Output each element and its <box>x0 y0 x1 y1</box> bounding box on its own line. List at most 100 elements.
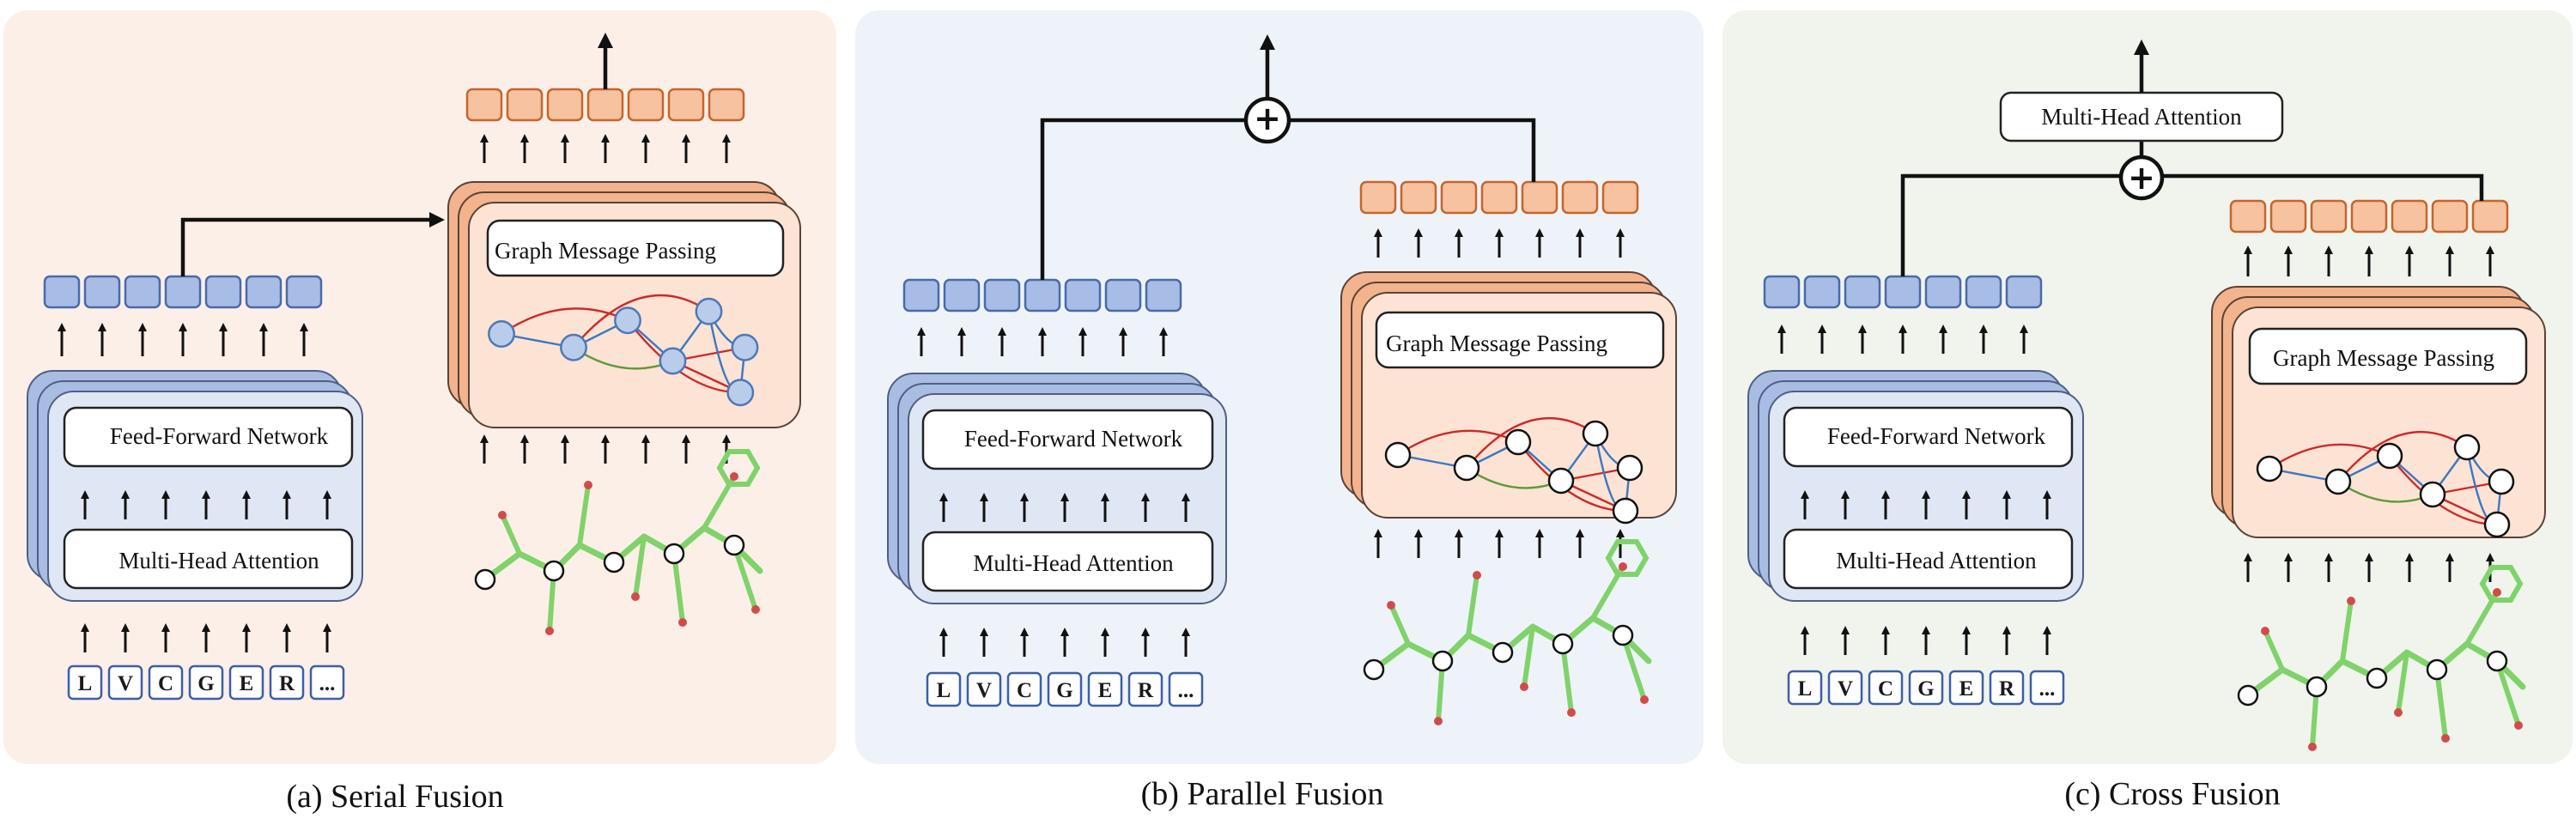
panel-c-seq-embed-5 <box>1965 275 2002 309</box>
panel-a-struct-embed-5 <box>667 88 705 122</box>
panel-a-ffn-box <box>63 406 354 468</box>
panel-b-mha-box <box>921 531 1214 592</box>
panel-c-struct-embed-0 <box>2229 199 2267 234</box>
panel-b-molecule-alpha-carbon-1 <box>1431 650 1454 672</box>
panel-b-molecule-branch-6 <box>1560 641 1574 715</box>
panel-c-struct-to-fusion <box>2163 173 2484 201</box>
panel-c-struct-embed-1 <box>2269 199 2307 234</box>
panel-b-struct-embed-3 <box>1480 180 1518 215</box>
panel-a-molecule-alpha-carbon-4 <box>723 534 745 556</box>
panel-a-seq-embed-3 <box>164 275 202 309</box>
panel-b-graph-node-2 <box>1504 428 1532 456</box>
panel-c-molecule-atom-5 <box>2308 743 2317 751</box>
panel-b-molecule-alpha-carbon-3 <box>1552 633 1574 655</box>
panel-a-token-label-3: G <box>197 672 214 695</box>
panel-a-gnn-box <box>486 219 785 277</box>
panel-a-seq-embed-5 <box>245 275 283 309</box>
panel-a-graph-node-6 <box>726 379 755 407</box>
panel-a-graph-node-2 <box>614 306 641 335</box>
panel-b-molecule-alpha-carbon-2 <box>1492 641 1514 664</box>
panel-b-token-box-3 <box>1047 671 1083 707</box>
panel-c-token-box-5 <box>1989 670 2025 706</box>
panel-c-caption: (c) Cross Fusion <box>2064 776 2280 812</box>
panel-c-molecule-atom-2 <box>2394 708 2403 717</box>
panel-c-struct-embed-3 <box>2350 199 2388 234</box>
panel-c-token-label-4: E <box>1959 677 1974 701</box>
panel-a-token-label-0: L <box>78 672 93 695</box>
panel-b-mha-label: Multi-Head Attention <box>973 550 1174 576</box>
panel-c-molecule-atom-3 <box>2493 588 2501 597</box>
panel-c-graph-edge-2 <box>2269 443 2392 470</box>
panel-b-seq-embed-1 <box>943 278 981 312</box>
panel-a-molecule-atom-0 <box>498 511 507 519</box>
panel-c-struct-embed-2 <box>2310 199 2348 234</box>
panel-b-struct-embed-2 <box>1440 180 1478 215</box>
panel-b-fusion-circle <box>1243 96 1291 144</box>
panel-a-seq-embed-2 <box>124 275 161 309</box>
panel-c-seq-embed-0 <box>1763 275 1801 309</box>
panel-b-token-box-6 <box>1168 671 1204 707</box>
panel-b-seq-embed-6 <box>1145 278 1182 312</box>
panel-c-molecule-atom-4 <box>2514 721 2523 730</box>
panel-c-graph-node-2 <box>2376 442 2403 470</box>
panel-c-seq-embed-1 <box>1803 275 1841 309</box>
panel-a-ffn-label: Feed-Forward Network <box>110 423 329 449</box>
panel-b-token-label-2: C <box>1017 679 1032 702</box>
panel-c-graph-node-1 <box>2324 468 2352 495</box>
panel-a-token-label-4: E <box>240 672 254 695</box>
panel-a-graph-node-3 <box>659 347 687 375</box>
panel-b-struct-embed-4 <box>1521 180 1558 215</box>
panel-c-token-label-1: V <box>1838 677 1853 701</box>
panel-a-molecule-atom-1 <box>584 481 592 489</box>
panel-a-struct-embed-2 <box>546 88 584 122</box>
panel-c-molecule-alpha-carbon-1 <box>2306 676 2328 698</box>
panel-c-seq-embed-6 <box>2005 275 2043 309</box>
panel-c-seq-embed-3 <box>1884 275 1922 309</box>
panel-a-molecule-atom-6 <box>678 618 687 627</box>
panel-a-struct-embed-0 <box>465 88 503 122</box>
panel-b-seq-embed-3 <box>1024 278 1061 312</box>
panel-c-molecule-alpha-carbon-4 <box>2486 650 2508 672</box>
panel-b-struct-to-fusion <box>1290 118 1536 182</box>
panel-b-struct-embed-1 <box>1400 180 1437 215</box>
panel-a-graph-node-4 <box>695 297 723 325</box>
panel-a-token-box-6 <box>309 664 345 701</box>
panel-c-struct-embed-4 <box>2391 199 2428 234</box>
panel-c-token-box-0 <box>1787 670 1823 706</box>
panel-a-molecule-atom-2 <box>631 592 640 601</box>
panel-c-token-box-4 <box>1948 670 1984 706</box>
panel-c-mha-box <box>1783 528 2074 590</box>
panel-c-struct-embed-6 <box>2471 199 2509 234</box>
panel-b-token-label-3: G <box>1056 679 1072 702</box>
panel-b-molecule-atom-5 <box>1434 717 1443 725</box>
panel-b-molecule-atom-0 <box>1387 601 1395 610</box>
panel-b-seq-embed-0 <box>902 278 940 312</box>
panel-b-caption: (b) Parallel Fusion <box>1141 776 1384 812</box>
panel-b-ffn-label: Feed-Forward Network <box>964 426 1183 452</box>
panel-b-seq-embed-4 <box>1064 278 1102 312</box>
panel-b-molecule-ring <box>1605 538 1649 578</box>
panel-c-graph-node-5 <box>2488 468 2515 495</box>
panel-a-molecule-ring <box>716 448 761 488</box>
panel-b-struct-embed-6 <box>1601 180 1639 215</box>
panel-a-molecule-branch-6 <box>671 551 685 625</box>
panel-b-molecule-atom-4 <box>1640 695 1649 704</box>
panel-b-molecule-atom-2 <box>1520 682 1528 691</box>
panel-a-token-label-1: V <box>118 672 133 695</box>
panel-c-molecule-branch-2 <box>2396 650 2409 715</box>
panel-a-token-box-5 <box>269 664 305 701</box>
panel-a-graph-edge-0 <box>573 294 711 349</box>
panel-c-molecule-atom-6 <box>2441 734 2450 743</box>
panel-b-molecule-branch-1 <box>1466 573 1479 638</box>
panel-b-graph-edge-0 <box>1466 416 1598 469</box>
panel-a-struct-embed-4 <box>627 88 665 122</box>
panel-c-token-label-3: G <box>1917 677 1934 701</box>
panel-b-seq-embed-5 <box>1104 278 1142 312</box>
panel-c-struct-embed-5 <box>2431 199 2469 234</box>
panel-a-gnn-label: Graph Message Passing <box>495 238 716 264</box>
panel-a-molecule-branch-4 <box>732 543 758 612</box>
panel-b-molecule-atom-3 <box>1619 562 1627 571</box>
panel-b-molecule-atom-1 <box>1473 571 1481 579</box>
